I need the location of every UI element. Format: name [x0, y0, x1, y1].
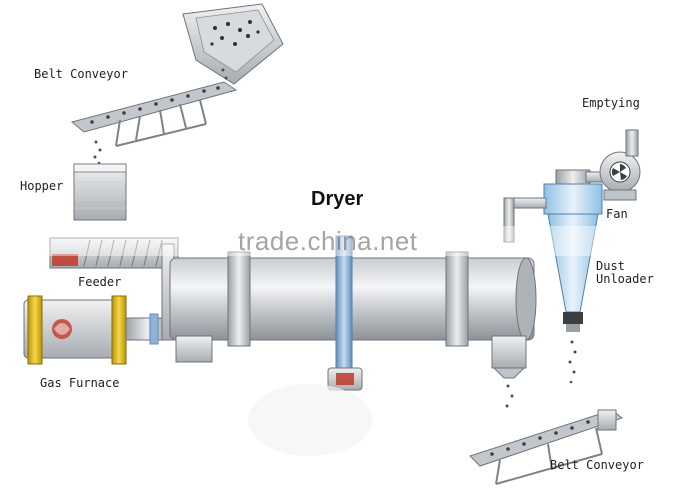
fan-graphic — [585, 129, 641, 201]
fan-label: Fan — [606, 207, 628, 221]
watermark-band — [0, 226, 676, 256]
emptying-label: Emptying — [582, 96, 640, 110]
hopper-graphic — [73, 163, 127, 221]
dryer-drum-graphic — [161, 235, 537, 456]
gas-furnace-graphic — [23, 295, 169, 365]
belt-conveyor-bottom-graphic — [469, 409, 624, 485]
hopper-label: Hopper — [20, 179, 64, 193]
dust-unloader-label: Dust Unloader — [596, 259, 654, 286]
diagram-title: Dryer — [311, 188, 364, 210]
watermark-text: trade.china.net — [238, 226, 418, 256]
gas-furnace-label: Gas Furnace — [40, 376, 120, 390]
belt-conveyor-bottom-label: Belt Conveyor — [550, 458, 644, 472]
feeder-label: Feeder — [78, 275, 122, 289]
belt-conveyor-top-graphic — [70, 3, 284, 165]
feeder-graphic — [49, 237, 179, 269]
dust-unloader-graphic — [503, 169, 603, 408]
belt-conveyor-top-label: Belt Conveyor — [34, 67, 128, 81]
